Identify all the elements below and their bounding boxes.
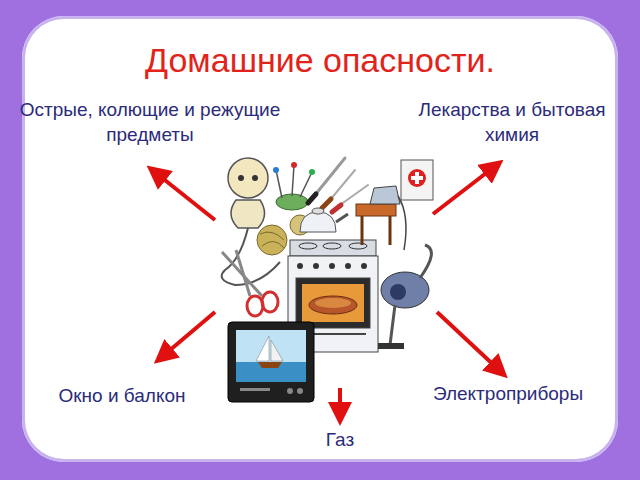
ironing-table: [356, 186, 406, 250]
hazard-label: Электроприборы: [433, 382, 583, 407]
first-aid-box: [401, 160, 433, 200]
television: [228, 322, 314, 402]
scissors: [222, 250, 278, 316]
pins: [273, 162, 315, 210]
electric-socket: [222, 158, 280, 285]
teapot: [300, 208, 348, 232]
vacuum-cleaner: [378, 245, 431, 349]
hazard-label: Окно и балкон: [58, 384, 185, 409]
slide-title: Домашние опасности.: [145, 38, 495, 82]
hazard-label: Острые, колющие и режущие предметы: [4, 98, 296, 147]
red-arrows: [156, 167, 499, 414]
hazard-label: Газ: [326, 428, 354, 453]
hazard-label: Лекарства и бытовая химия: [407, 98, 617, 147]
